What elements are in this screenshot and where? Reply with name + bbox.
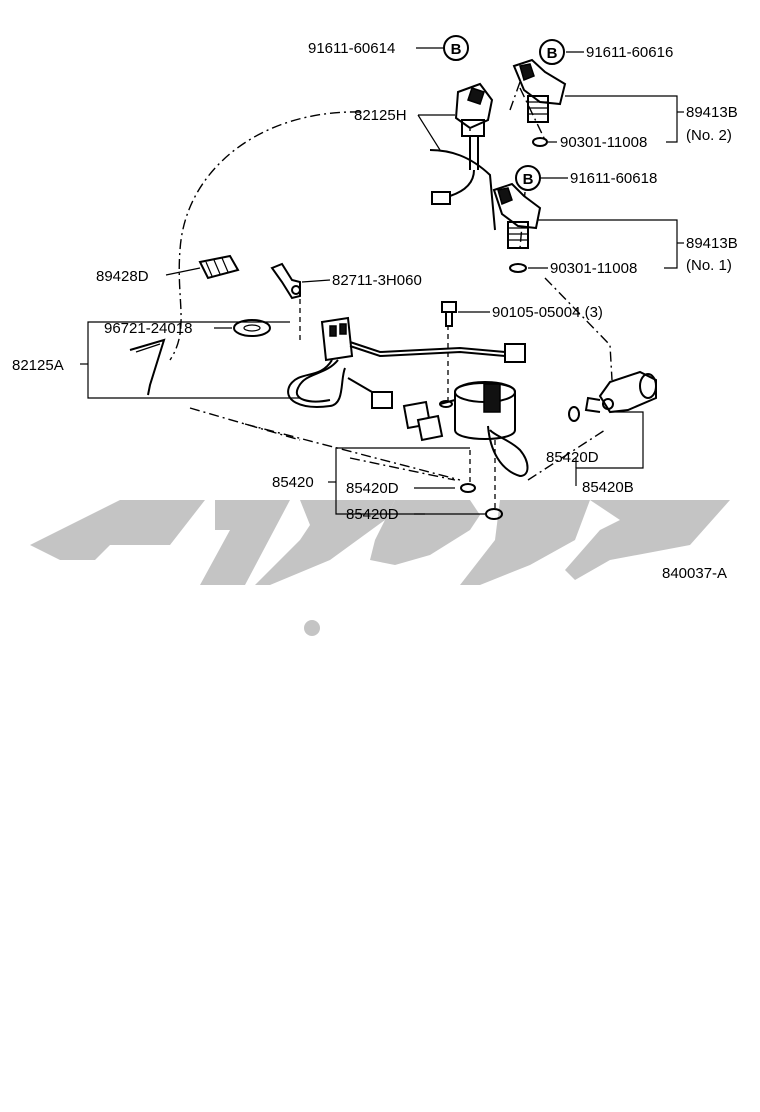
callout-89413b-no1[interactable]: 89413B	[686, 235, 738, 252]
vvt-sensor-no1	[492, 182, 542, 273]
wire-harness-82125a	[129, 316, 526, 409]
vacuum-switching-valve-85420b	[568, 370, 657, 422]
grommet-96721	[233, 319, 271, 337]
vacuum-switching-valve-85420	[402, 381, 529, 520]
svg-text:B: B	[523, 171, 534, 188]
callout-90301-11008-bottom[interactable]: 90301-11008	[550, 260, 637, 277]
figure-id: 840037-A	[662, 565, 727, 582]
callout-no1: (No. 1)	[686, 257, 732, 274]
callout-85420d-upper[interactable]: 85420D	[346, 480, 399, 497]
callout-85420b[interactable]: 85420B	[582, 479, 634, 496]
svg-text:B: B	[451, 41, 462, 58]
svg-text:B: B	[547, 45, 558, 62]
callout-82125a[interactable]: 82125A	[12, 357, 64, 374]
leader-lines	[80, 47, 684, 515]
callout-89413b-no2[interactable]: 89413B	[686, 104, 738, 121]
callout-90301-11008-top[interactable]: 90301-11008	[560, 134, 647, 151]
callout-85420d-lower[interactable]: 85420D	[346, 506, 399, 523]
watermark-logo	[30, 500, 730, 636]
ref-badge-b-1: B	[443, 35, 469, 61]
callout-91611-60618[interactable]: 91611-60618	[570, 170, 657, 187]
callout-85420[interactable]: 85420	[272, 474, 314, 491]
callout-89428d[interactable]: 89428D	[96, 268, 149, 285]
wire-bracket-82711	[270, 262, 301, 300]
bolt-90105	[441, 301, 457, 327]
cam-position-sensor-top	[429, 82, 496, 231]
connector-plug-89428d	[198, 254, 240, 280]
callout-no2: (No. 2)	[686, 127, 732, 144]
callout-91611-60614[interactable]: 91611-60614	[308, 40, 395, 57]
ref-badge-b-3: B	[515, 165, 541, 191]
callout-96721-24018[interactable]: 96721-24018	[104, 320, 192, 337]
callout-82125h[interactable]: 82125H	[354, 107, 407, 124]
callout-91611-60616[interactable]: 91611-60616	[586, 44, 673, 61]
callout-90105-05004[interactable]: 90105-05004 (3)	[492, 304, 603, 321]
callout-85420d-right[interactable]: 85420D	[546, 449, 599, 466]
callout-82711-3h060[interactable]: 82711-3H060	[332, 272, 422, 289]
vvt-sensor-no2	[512, 58, 567, 147]
ref-badge-b-2: B	[539, 39, 565, 65]
connection-chain-lines	[169, 81, 613, 510]
callout-labels: 91611-60614 91611-60616 91611-60618 8212…	[12, 40, 738, 582]
